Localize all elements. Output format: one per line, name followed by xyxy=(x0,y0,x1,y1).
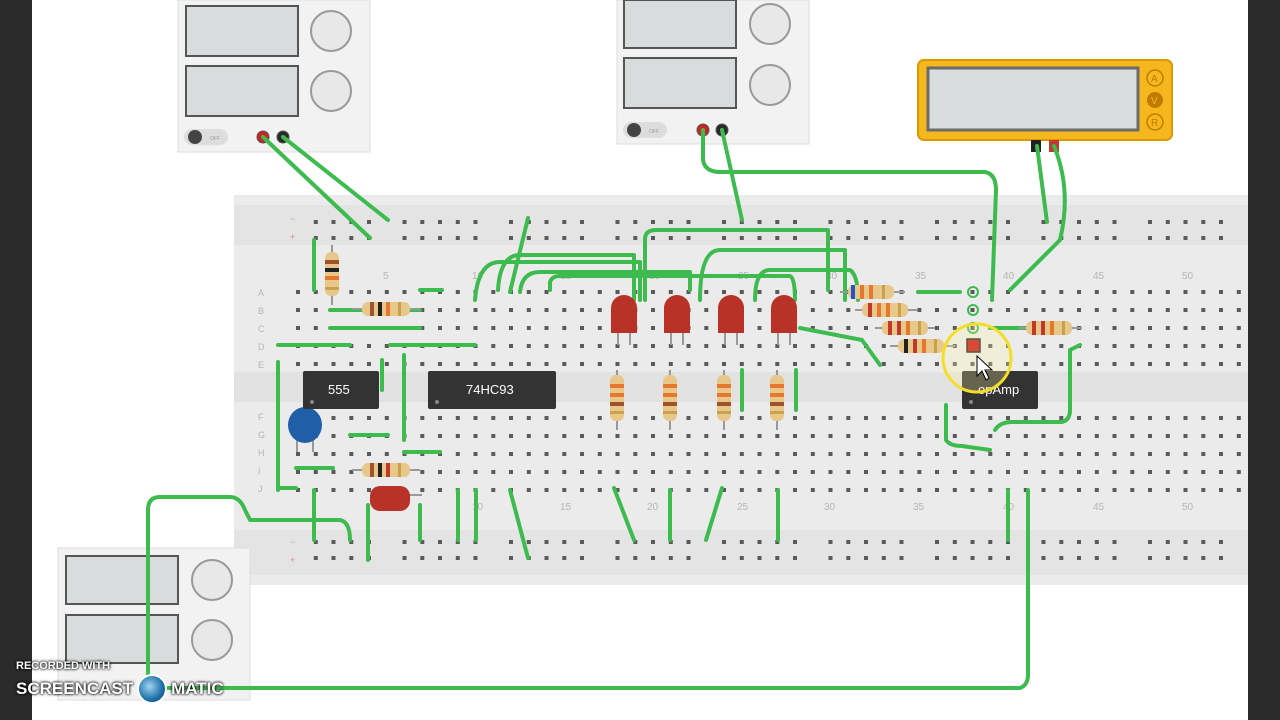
mode-a-label: A xyxy=(1151,74,1158,85)
voltage-knob[interactable] xyxy=(191,559,233,601)
column-number: 45 xyxy=(1093,271,1105,282)
resistor-ladder-1[interactable] xyxy=(840,285,905,299)
resistor-vertical-1[interactable] xyxy=(325,245,339,305)
row-letter: E xyxy=(258,360,264,370)
leds[interactable] xyxy=(611,295,797,345)
row-letter: G xyxy=(258,430,265,440)
column-number: 30 xyxy=(826,271,838,282)
wires[interactable] xyxy=(146,128,1082,692)
svg-text:+: + xyxy=(290,555,295,565)
svg-text:−: − xyxy=(290,214,295,224)
ceramic-capacitor[interactable] xyxy=(288,407,322,452)
resistor-ladder-2[interactable] xyxy=(855,303,918,317)
mode-v-label: V xyxy=(1151,96,1158,107)
ic-555-label: 555 xyxy=(328,382,350,397)
mouse-cursor xyxy=(941,322,1013,394)
probe-points[interactable] xyxy=(966,286,981,353)
led-2[interactable] xyxy=(664,295,690,345)
voltage-display xyxy=(185,5,299,57)
row-letter: F xyxy=(258,412,264,422)
row-letters: A B C D E F G H I J xyxy=(258,288,265,494)
row-letter: D xyxy=(258,342,265,352)
current-knob[interactable] xyxy=(310,70,352,112)
electrolytic-capacitor[interactable] xyxy=(370,486,422,511)
breadboard-holes[interactable] xyxy=(296,220,1241,560)
column-number: 25 xyxy=(737,502,749,513)
column-number: 40 xyxy=(1003,271,1015,282)
column-number: 50 xyxy=(1182,271,1194,282)
led-1[interactable] xyxy=(611,295,637,345)
current-display xyxy=(623,57,737,109)
ic-74hc93[interactable]: 74HC93 xyxy=(428,371,556,409)
resistor-ladder-3[interactable] xyxy=(875,321,935,335)
svg-text:+: + xyxy=(290,232,295,242)
resistor-led-2[interactable] xyxy=(663,370,677,430)
led-4[interactable] xyxy=(771,295,797,345)
switch-label: OFF xyxy=(649,129,659,135)
resistor-led-1[interactable] xyxy=(610,370,624,430)
row-letter: H xyxy=(258,448,265,458)
ic-opamp-label: opAmp xyxy=(978,382,1019,397)
ic-555[interactable]: 555 xyxy=(303,371,379,409)
row-letter: A xyxy=(258,288,264,298)
column-number: 20 xyxy=(647,502,659,513)
brand-right-text: MATIC xyxy=(171,679,224,698)
recorded-with-text: RECORDED WITH xyxy=(16,660,111,672)
column-number: 50 xyxy=(1182,502,1194,513)
resistor-led-4[interactable] xyxy=(770,370,784,430)
current-display xyxy=(65,614,179,664)
ic-74hc93-label: 74HC93 xyxy=(466,382,514,397)
brand-row: SCREENCAST MATIC xyxy=(16,674,224,704)
voltage-display xyxy=(623,0,737,49)
row-letter: I xyxy=(258,466,261,476)
switch-knob-icon xyxy=(627,123,641,137)
resistor-led-3[interactable] xyxy=(717,370,731,430)
mode-voltmeter[interactable] xyxy=(1147,92,1163,108)
multimeter-display xyxy=(926,66,1140,132)
row-letter: J xyxy=(258,484,263,494)
mode-ohmmeter[interactable] xyxy=(1146,113,1164,131)
current-knob[interactable] xyxy=(749,64,791,106)
selected-hole-marker[interactable] xyxy=(966,338,981,353)
mode-r-label: R xyxy=(1151,118,1158,129)
right-frame-bar xyxy=(1248,0,1280,720)
row-letter: C xyxy=(258,324,265,334)
brand-left-text: SCREENCAST xyxy=(16,679,134,698)
resistor-horizontal-1[interactable] xyxy=(352,302,420,316)
left-frame-bar xyxy=(0,0,32,720)
resistor-ladder-4[interactable] xyxy=(890,339,955,353)
column-number: 35 xyxy=(913,502,925,513)
column-number: 10 xyxy=(472,271,484,282)
column-number: 30 xyxy=(824,502,836,513)
switch-knob-icon xyxy=(188,130,202,144)
current-display xyxy=(185,65,299,117)
power-supply-1[interactable]: OFF xyxy=(177,0,371,153)
screencast-logo-icon xyxy=(137,674,168,704)
column-number: 15 xyxy=(560,502,572,513)
row-letter: B xyxy=(258,306,264,316)
led-3[interactable] xyxy=(718,295,744,345)
ic-opamp[interactable]: opAmp xyxy=(962,371,1038,409)
screencast-watermark: RECORDED WITH SCREENCAST MATIC xyxy=(16,660,224,704)
column-number: 5 xyxy=(383,271,389,282)
voltage-knob[interactable] xyxy=(749,3,791,45)
resistor-feedback[interactable] xyxy=(1018,321,1082,335)
resistor-horizontal-2[interactable] xyxy=(352,463,420,477)
voltage-knob[interactable] xyxy=(310,10,352,52)
current-knob[interactable] xyxy=(191,619,233,661)
column-number: 35 xyxy=(915,271,927,282)
mode-ammeter[interactable] xyxy=(1146,69,1164,87)
column-number: 45 xyxy=(1093,502,1105,513)
svg-text:−: − xyxy=(290,537,295,547)
resistors[interactable] xyxy=(325,245,1082,477)
voltage-display xyxy=(65,555,179,605)
multimeter[interactable]: A V R xyxy=(917,59,1173,152)
switch-label: OFF xyxy=(210,136,220,142)
power-supply-2[interactable]: OFF xyxy=(616,0,810,145)
